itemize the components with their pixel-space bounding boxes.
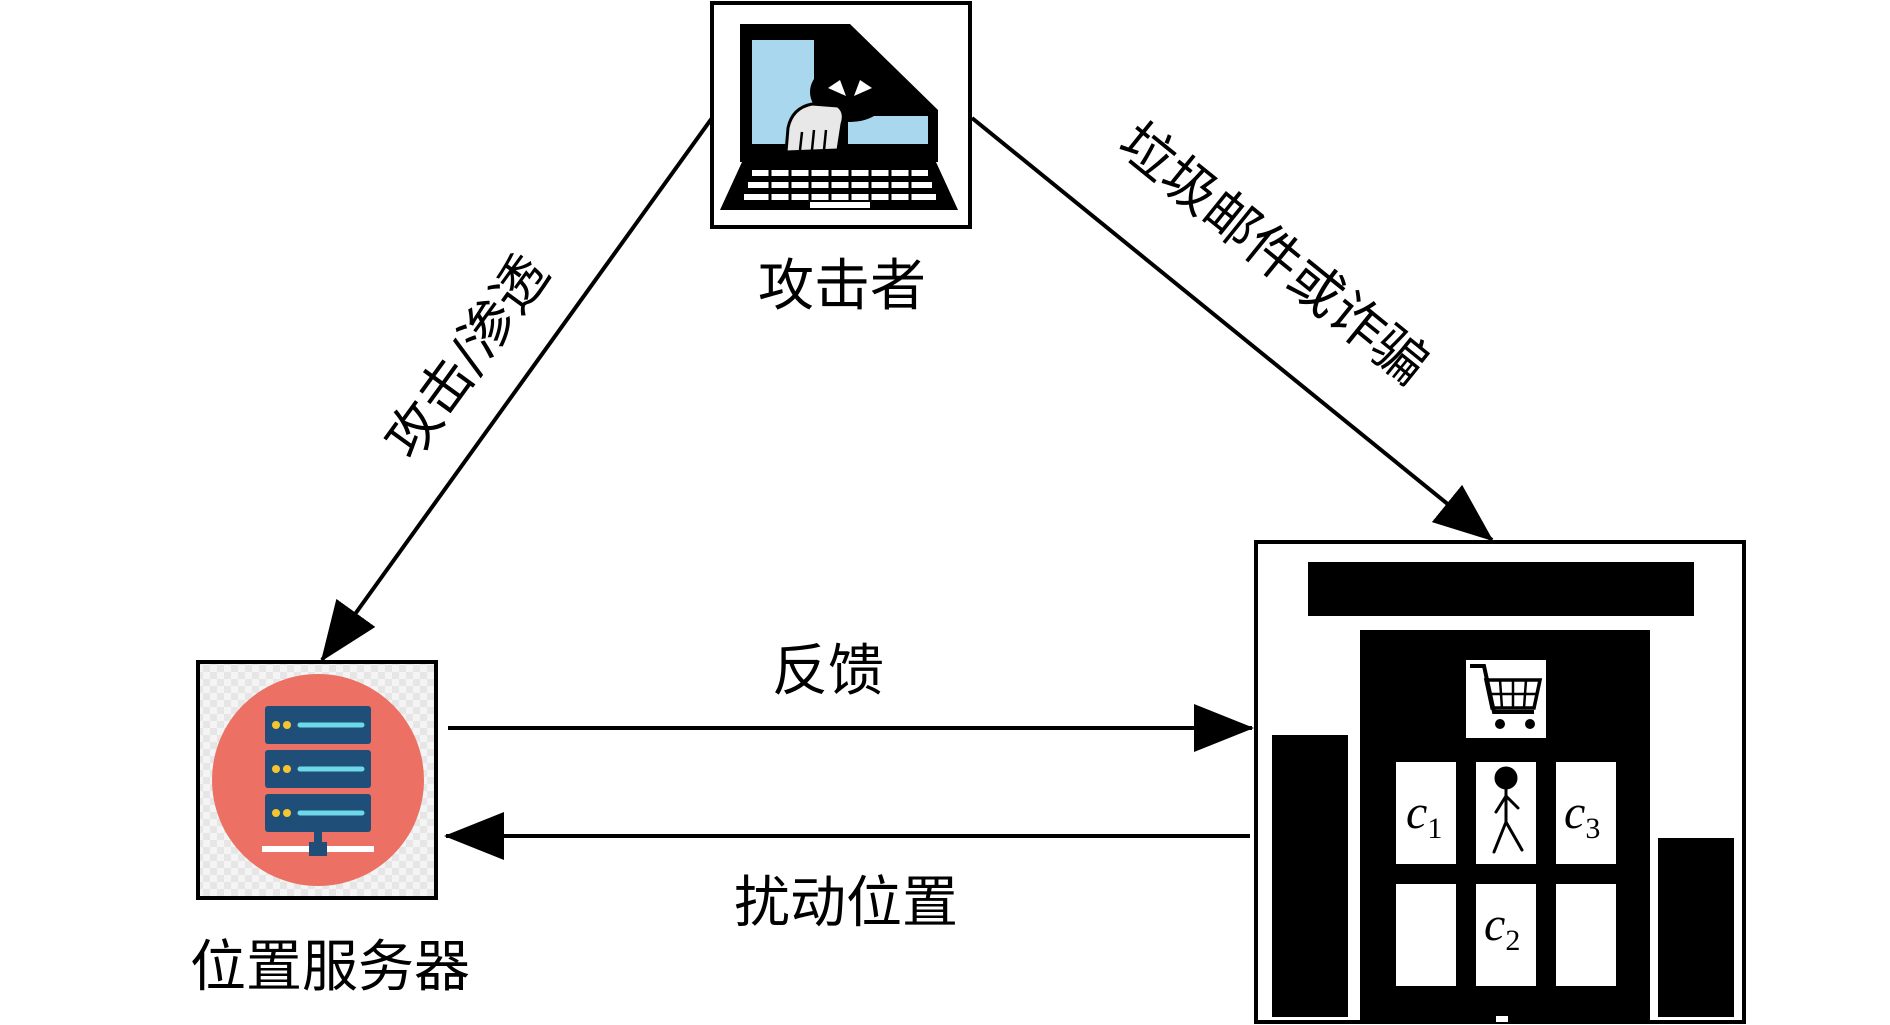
server-rack-icon <box>212 674 424 886</box>
cell-label-c2: c2 <box>1484 898 1520 957</box>
cell-c2 <box>1476 884 1536 986</box>
store-left-block <box>1272 735 1348 1017</box>
cell-label-c1: c1 <box>1406 786 1442 845</box>
cell-empty-right <box>1556 884 1616 986</box>
cell-c3 <box>1556 762 1616 864</box>
cell-label-c3: c3 <box>1564 786 1600 845</box>
edge-label-feedback: 反馈 <box>772 639 884 704</box>
location-server-label: 位置服务器 <box>190 935 470 1000</box>
arrow-attack-penetrate <box>320 116 714 662</box>
cell-empty-left <box>1396 884 1456 986</box>
edge-label-attack-penetrate: 攻击/渗透 <box>373 244 562 471</box>
edge-label-spam-fraud: 垃圾邮件或诈骗 <box>1107 110 1440 397</box>
attacker-node: 攻击者 <box>710 1 972 319</box>
arrow-spam-fraud <box>970 116 1494 542</box>
store-floorplan: c1 c3 c2 <box>1254 540 1746 1024</box>
attacker-label: 攻击者 <box>758 254 926 319</box>
store-top-bar <box>1308 562 1694 616</box>
walking-person-icon <box>1492 766 1524 854</box>
store-right-block <box>1658 838 1734 1017</box>
hacker-laptop-icon <box>720 24 958 210</box>
cell-c1 <box>1396 762 1456 864</box>
shopping-cart-icon <box>1466 660 1546 738</box>
location-server-node: 位置服务器 <box>190 660 470 1000</box>
edge-label-perturb-location: 扰动位置 <box>734 871 958 936</box>
